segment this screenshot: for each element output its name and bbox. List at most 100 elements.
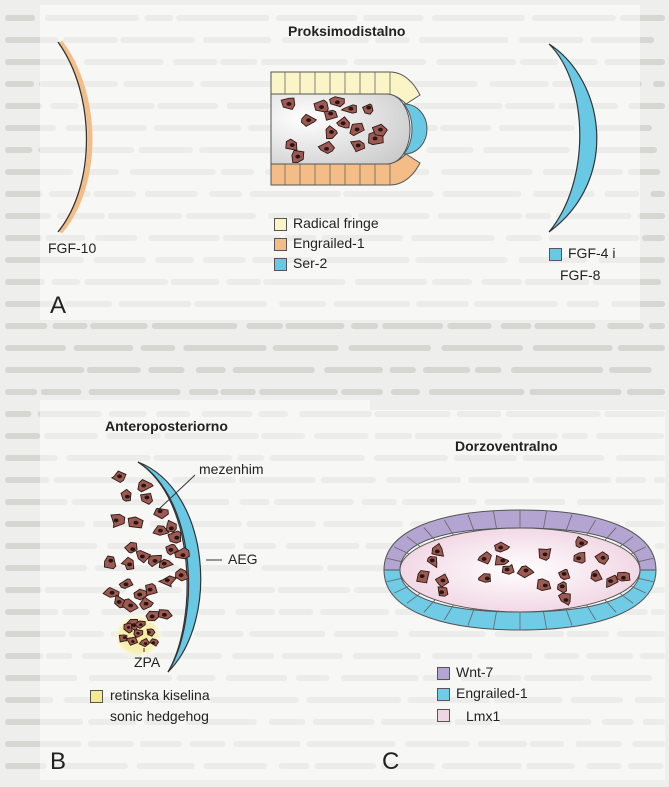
cell-nucleus xyxy=(500,559,505,563)
cell-nucleus xyxy=(174,536,179,540)
cell-nucleus xyxy=(329,130,334,134)
cell-nucleus xyxy=(131,640,135,643)
cell-nucleus xyxy=(355,128,360,132)
cell-nucleus xyxy=(378,128,383,132)
cell-nucleus xyxy=(373,137,378,141)
panel-b-title: Anteroposteriorno xyxy=(105,418,228,434)
fgf48-curve-fill xyxy=(549,44,597,232)
cell-nucleus xyxy=(498,546,503,550)
cell-nucleus xyxy=(150,615,155,619)
legend-c-label-engrailed: Engrailed-1 xyxy=(456,685,528,701)
cell-nucleus xyxy=(435,549,440,553)
cell-nucleus xyxy=(148,588,153,592)
cell-nucleus xyxy=(140,555,145,559)
cell-nucleus xyxy=(440,578,445,582)
cell-nucleus xyxy=(114,518,119,522)
cell-nucleus xyxy=(125,495,130,499)
fgf48-label-line1: FGF-4 i xyxy=(568,245,615,261)
cell-nucleus xyxy=(485,577,490,581)
cell-nucleus xyxy=(152,641,156,644)
panel-c-letter: C xyxy=(382,748,399,776)
cell-nucleus xyxy=(328,112,333,116)
cell-nucleus xyxy=(141,484,146,488)
legend-a-swatch-engrailed xyxy=(274,238,287,251)
zpa-label: ZPA xyxy=(134,654,160,670)
cell-nucleus xyxy=(144,602,149,606)
cell-nucleus xyxy=(560,584,565,588)
cell-nucleus xyxy=(335,100,340,104)
cell-nucleus xyxy=(366,106,371,110)
cell-nucleus xyxy=(348,107,353,111)
cell-nucleus xyxy=(162,613,167,617)
cell-nucleus xyxy=(505,567,510,571)
cell-nucleus xyxy=(136,632,140,635)
cell-nucleus xyxy=(295,155,300,159)
cell-nucleus xyxy=(153,559,158,563)
cell-nucleus xyxy=(543,552,548,556)
legend-c-label-lmx1: Lmx1 xyxy=(466,708,500,724)
cell-nucleus xyxy=(439,590,444,594)
cell-nucleus xyxy=(179,573,184,577)
cell-nucleus xyxy=(608,579,613,583)
cell-nucleus xyxy=(579,541,584,545)
cell-nucleus xyxy=(564,598,569,602)
cell-nucleus xyxy=(137,593,142,597)
legend-a-swatch-fgf48 xyxy=(549,248,562,261)
cell-nucleus xyxy=(562,572,567,576)
cell-nucleus xyxy=(524,569,529,573)
legend-c-swatch-engrailed xyxy=(437,688,450,701)
cell-nucleus xyxy=(158,529,163,533)
legend-a-label-radical: Radical fringe xyxy=(293,215,379,231)
legend-b-line1: retinska kiselina xyxy=(110,687,210,703)
cell-nucleus xyxy=(147,631,151,634)
cell-nucleus xyxy=(144,496,149,500)
aeg-label: AEG xyxy=(228,551,258,567)
cell-nucleus xyxy=(601,556,606,560)
cell-nucleus xyxy=(482,557,487,561)
mesenchyme-cell xyxy=(125,542,137,553)
cell-nucleus xyxy=(127,626,131,629)
fgf48-label-line2: FGF-8 xyxy=(560,267,600,283)
cell-nucleus xyxy=(592,573,597,577)
cell-nucleus xyxy=(341,121,346,125)
mezenhim-label: mezenhim xyxy=(199,461,264,477)
legend-a-label-engrailed: Engrailed-1 xyxy=(293,235,365,251)
cell-nucleus xyxy=(621,576,626,580)
cell-nucleus xyxy=(576,556,581,560)
cell-nucleus xyxy=(144,642,148,645)
legend-a-swatch-radical xyxy=(274,218,287,231)
panel-b-letter: B xyxy=(50,748,66,776)
cell-nucleus xyxy=(168,548,173,552)
cell-nucleus xyxy=(169,526,174,530)
cell-nucleus xyxy=(420,574,425,578)
cell-nucleus xyxy=(123,636,127,639)
cell-nucleus xyxy=(290,143,295,147)
cell-nucleus xyxy=(162,562,167,566)
fgf10-curve-outline xyxy=(58,42,87,232)
cell-nucleus xyxy=(127,562,132,566)
cell-nucleus xyxy=(324,147,329,151)
panel-a-title: Proksimodistalno xyxy=(288,23,405,39)
legend-c-swatch-lmx1 xyxy=(437,709,450,722)
cell-nucleus xyxy=(108,559,113,563)
panel-a-letter: A xyxy=(50,292,66,320)
cell-nucleus xyxy=(139,623,143,626)
cell-nucleus xyxy=(287,102,292,106)
cell-nucleus xyxy=(430,558,435,562)
cell-nucleus xyxy=(319,105,324,109)
legend-a-swatch-ser2 xyxy=(274,258,287,271)
cell-nucleus xyxy=(124,582,129,586)
cell-nucleus xyxy=(110,591,115,595)
cell-nucleus xyxy=(133,521,138,525)
legend-c-label-wnt7: Wnt-7 xyxy=(456,664,493,680)
panel-c-title: Dorzoventralno xyxy=(455,438,558,454)
legend-a-label-ser2: Ser-2 xyxy=(293,255,327,271)
legend-b-line2: sonic hedgehog xyxy=(110,708,209,724)
cell-nucleus xyxy=(356,143,361,147)
cell-nucleus xyxy=(543,584,548,588)
cell-nucleus xyxy=(130,547,135,551)
cell-nucleus xyxy=(306,118,311,122)
cell-nucleus xyxy=(117,600,122,604)
fgf10-label: FGF-10 xyxy=(48,240,96,256)
